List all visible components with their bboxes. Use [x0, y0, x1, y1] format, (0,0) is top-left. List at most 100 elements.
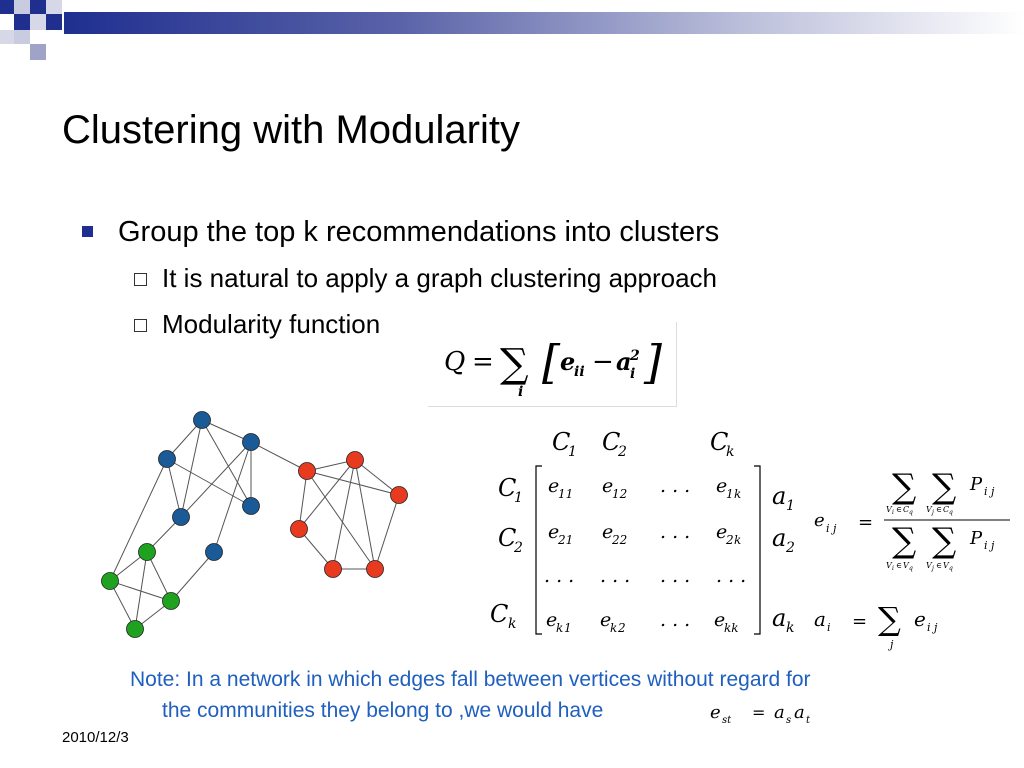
header-square-6: [30, 14, 46, 30]
svg-text:∑: ∑: [932, 521, 956, 561]
red-node: [390, 486, 408, 504]
red-node: [366, 560, 384, 578]
svg-text:∈: ∈: [936, 505, 942, 514]
svg-text:i: i: [630, 366, 635, 382]
svg-text:t: t: [806, 715, 811, 726]
svg-text:C: C: [903, 505, 909, 514]
svg-text:s: s: [786, 715, 791, 726]
svg-text:2: 2: [629, 348, 640, 364]
svg-text:2: 2: [785, 540, 795, 556]
svg-text:k: k: [726, 444, 734, 460]
svg-text:∑: ∑: [878, 600, 901, 638]
svg-text:e: e: [716, 475, 727, 497]
svg-text:e: e: [602, 475, 613, 497]
svg-text:a: a: [794, 702, 805, 723]
svg-text:kk: kk: [724, 621, 739, 635]
bullet-square-icon: [82, 226, 93, 237]
svg-text:[: [: [542, 335, 561, 389]
svg-text:k: k: [734, 487, 741, 501]
svg-text:e: e: [600, 609, 611, 631]
svg-text:i: i: [892, 565, 894, 572]
svg-text:i j: i j: [984, 485, 995, 498]
svg-text:2: 2: [617, 444, 627, 460]
green-node: [138, 543, 156, 561]
svg-text:C: C: [498, 474, 516, 502]
svg-text:2: 2: [617, 621, 626, 635]
svg-text:V: V: [886, 505, 893, 514]
svg-text:k: k: [786, 620, 794, 636]
svg-text:∑: ∑: [932, 467, 956, 507]
svg-text:−: −: [592, 347, 614, 377]
svg-text:k: k: [556, 621, 563, 635]
svg-text:∈: ∈: [896, 561, 902, 570]
green-node: [101, 572, 119, 590]
svg-text:P: P: [969, 474, 983, 495]
red-node: [346, 451, 364, 469]
svg-text:12: 12: [612, 487, 627, 501]
svg-text:=: =: [858, 512, 873, 533]
header-square-3: [30, 0, 46, 14]
svg-text:V: V: [886, 561, 893, 570]
svg-text:j: j: [930, 509, 934, 516]
svg-text:C: C: [498, 524, 516, 552]
svg-text:]: ]: [643, 335, 662, 389]
svg-text:1: 1: [726, 487, 734, 501]
svg-text:1: 1: [514, 490, 523, 506]
green-node: [162, 592, 180, 610]
svg-text:Q: Q: [444, 347, 465, 377]
svg-text:. . .: . . .: [660, 565, 690, 587]
svg-text:P: P: [969, 528, 983, 549]
blue-node: [205, 543, 223, 561]
svg-text:21: 21: [557, 533, 573, 547]
graph-nodes: [101, 411, 408, 638]
header-square-7: [46, 14, 62, 30]
svg-text:C: C: [943, 505, 949, 514]
header-square-10: [30, 44, 46, 60]
svg-text:V: V: [943, 561, 950, 570]
slide-title: Clustering with Modularity: [62, 108, 520, 152]
header-square-8: [0, 30, 14, 44]
red-node: [290, 520, 308, 538]
svg-text:k: k: [508, 616, 516, 632]
svg-text:q: q: [949, 509, 953, 516]
svg-text:=: =: [472, 347, 494, 377]
blue-node: [158, 450, 176, 468]
svg-text:∑: ∑: [892, 521, 916, 561]
header-square-1: [0, 0, 14, 14]
svg-text:e: e: [814, 510, 825, 531]
bullet-text-1: Group the top k recommendations into clu…: [118, 216, 720, 248]
svg-text:=: =: [852, 611, 867, 632]
svg-text:q: q: [909, 509, 913, 516]
svg-text:e: e: [914, 607, 926, 631]
svg-text:22: 22: [611, 533, 627, 547]
svg-text:a: a: [772, 524, 786, 552]
svg-text:e: e: [710, 702, 721, 723]
svg-text:i: i: [827, 621, 831, 634]
svg-text:e: e: [548, 475, 559, 497]
svg-text:q: q: [949, 565, 953, 572]
svg-text:j: j: [887, 638, 894, 651]
svg-text:i j: i j: [927, 621, 938, 634]
svg-text:i: i: [518, 384, 523, 400]
slide-date: 2010/12/3: [62, 729, 129, 746]
svg-text:2: 2: [725, 533, 734, 547]
svg-text:i: i: [892, 509, 894, 516]
svg-text:e: e: [560, 347, 575, 376]
svg-text:e: e: [602, 521, 613, 543]
svg-text:a: a: [772, 604, 786, 632]
svg-text:. . .: . . .: [660, 521, 690, 543]
svg-text:q: q: [909, 565, 913, 572]
svg-text:a: a: [772, 482, 786, 510]
svg-text:e: e: [546, 609, 557, 631]
svg-text:1: 1: [786, 498, 795, 514]
svg-text:k: k: [610, 621, 617, 635]
header-gradient-bar: [64, 12, 1024, 34]
sub-bullet-text-2: Modularity function: [162, 309, 381, 339]
graph-edges: [109, 419, 400, 630]
svg-text:V: V: [926, 505, 933, 514]
svg-text:ii: ii: [574, 364, 585, 380]
header-square-2: [14, 0, 30, 14]
